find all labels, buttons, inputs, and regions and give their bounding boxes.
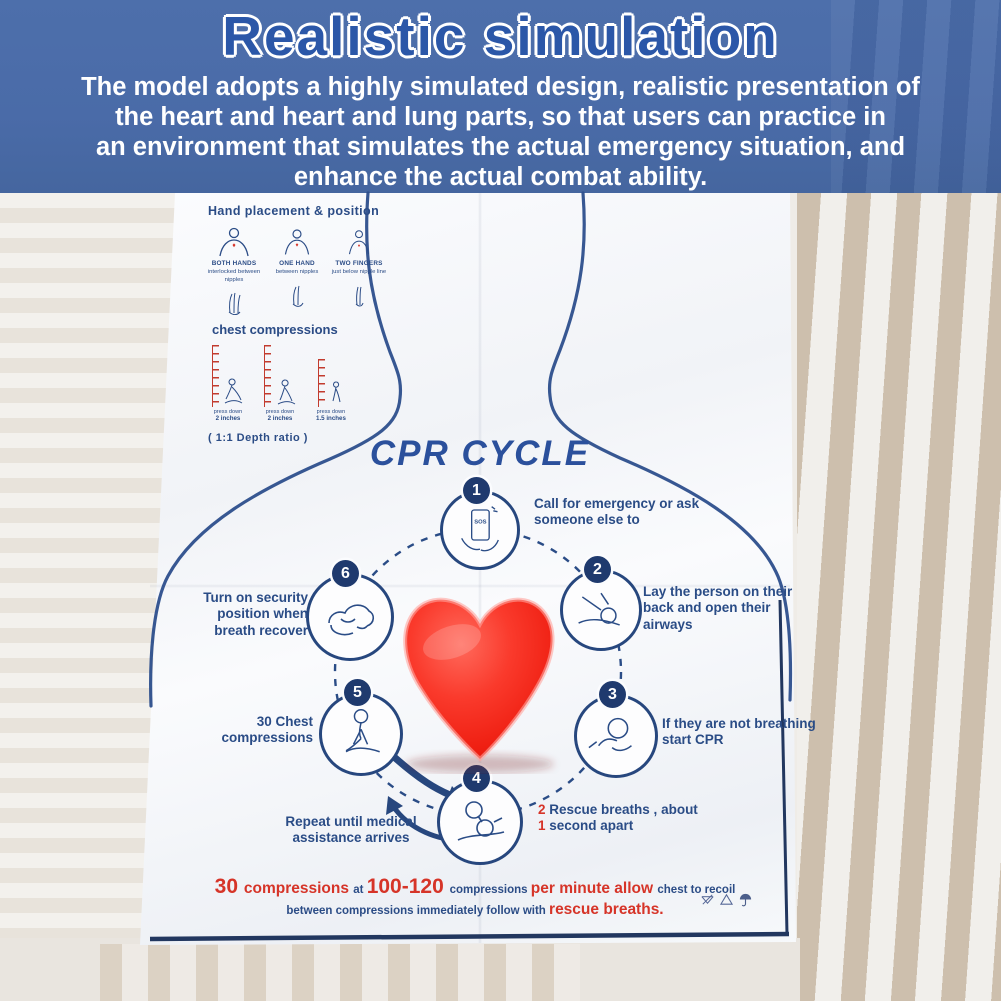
hand-placement-label: TWO FINGERS: [335, 260, 383, 267]
hand-placement-sub: between nipples: [275, 269, 319, 275]
step-number: 3: [608, 685, 617, 703]
chest-compressions-illustration: [345, 708, 380, 753]
hand-placement-panel: Hand placement & position BOTH HANDS int…: [198, 200, 398, 315]
compression-figure-icon: [224, 378, 243, 404]
banner-texture: [831, 0, 1001, 193]
torso-two-fingers-icon: [348, 230, 370, 255]
step-5-text: 30 Chest compressions: [221, 714, 313, 746]
header-banner: Realistic simulation The model adopts a …: [0, 0, 1001, 193]
step-4-text: 2 Rescue breaths , about 1 second apart: [538, 802, 698, 834]
banner-description-line: enhance the actual combat ability.: [293, 163, 708, 191]
chest-compressions-row: press down 2 inches press down 2 inches: [212, 345, 408, 422]
open-airways-illustration: [578, 592, 620, 626]
heart-body: [403, 597, 555, 762]
hand-placement-column: ONE HAND between nipples: [266, 226, 328, 315]
footer-instructions: 30 compressions at 100-120 compressions …: [170, 874, 780, 920]
keep-dry-icon: [739, 893, 752, 907]
step-6-badge: 6: [332, 560, 359, 587]
banner-description-line: the heart and heart and lung parts, so t…: [115, 103, 886, 131]
banner-description-line: an environment that simulates the actual…: [95, 133, 906, 161]
repeat-note: Repeat until medical assistance arrives: [285, 814, 417, 846]
depth-ruler: [317, 359, 325, 407]
depth-ruler: [264, 345, 271, 407]
heart-compression-trainer: [403, 597, 555, 773]
compression-figure-icon: [332, 381, 341, 403]
page-title: Realistic simulation: [222, 5, 779, 67]
recovery-position-illustration: [328, 604, 375, 636]
compression-depth-item: press down 1.5 inches: [316, 359, 346, 422]
torso-one-hand-icon: [284, 229, 310, 255]
one-hand-icon: [292, 285, 304, 307]
floor-stripes-right: [797, 193, 1001, 1001]
care-symbols: [700, 892, 753, 907]
banner-description: The model adopts a highly simulated desi…: [0, 72, 1001, 192]
step-number: 5: [353, 683, 362, 701]
ruler-caption-value: 2 inches: [215, 415, 241, 422]
step-number: 6: [341, 564, 350, 582]
step-1-badge: 1: [463, 477, 490, 504]
compression-figure-icon: [277, 379, 296, 405]
cycle-title: CPR CYCLE: [369, 434, 591, 473]
hand-placement-columns: BOTH HANDS interlocked between nipples O…: [202, 226, 398, 315]
step-1-text: Call for emergency or ask someone else t…: [534, 496, 700, 528]
chest-compressions-panel: chest compressions press down 2 inches: [198, 322, 408, 444]
step-6-text: Turn on security position when breath re…: [203, 590, 308, 638]
step-4-circle: [437, 779, 523, 865]
recycle-triangle-icon: [719, 893, 734, 905]
hand-placement-column: BOTH HANDS interlocked between nipples: [202, 226, 266, 315]
torso-both-hands-icon: [219, 227, 249, 257]
step-number: 1: [472, 481, 481, 499]
floor-stripes-bottom: [100, 944, 580, 1001]
footer-line-2: between compressions immediately follow …: [286, 901, 664, 919]
banner-description-line: The model adopts a highly simulated desi…: [81, 73, 920, 101]
depth-ruler: [212, 345, 219, 407]
hand-placement-label: BOTH HANDS: [211, 260, 257, 267]
chest-compressions-title: chest compressions: [212, 322, 338, 337]
step-3-text: If they are not breathing start CPR: [662, 716, 816, 748]
ruler-caption-value: 2 inches: [267, 415, 293, 422]
step-5-badge: 5: [344, 679, 371, 706]
hand-placement-label: ONE HAND: [279, 260, 315, 267]
hand-placement-column: TWO FINGERS just below nipple line: [328, 226, 390, 315]
step-number: 2: [593, 560, 602, 578]
footer-line-1: 30 compressions at 100-120 compressions …: [214, 875, 736, 898]
hand-placement-title: Hand placement & position: [208, 204, 380, 218]
compression-depth-item: press down 2 inches: [264, 345, 296, 422]
hand-placement-sub: just below nipple line: [331, 269, 387, 275]
call-emergency-illustration: SOS: [461, 506, 499, 552]
sos-label: SOS: [474, 519, 486, 525]
do-not-wash-icon: [701, 894, 714, 905]
step-2-text: Lay the person on their back and open th…: [643, 584, 793, 632]
step-3-badge: 3: [599, 681, 626, 708]
step-2-badge: 2: [584, 556, 611, 583]
interlocked-hands-icon: [228, 292, 241, 315]
hand-placement-sub: interlocked between nipples: [207, 269, 261, 283]
start-cpr-illustration: [588, 717, 632, 752]
ruler-caption-value: 1.5 inches: [316, 415, 346, 422]
rescue-breaths-illustration: [457, 801, 505, 841]
two-fingers-icon: [355, 286, 364, 307]
compression-depth-item: press down 2 inches: [212, 345, 244, 422]
